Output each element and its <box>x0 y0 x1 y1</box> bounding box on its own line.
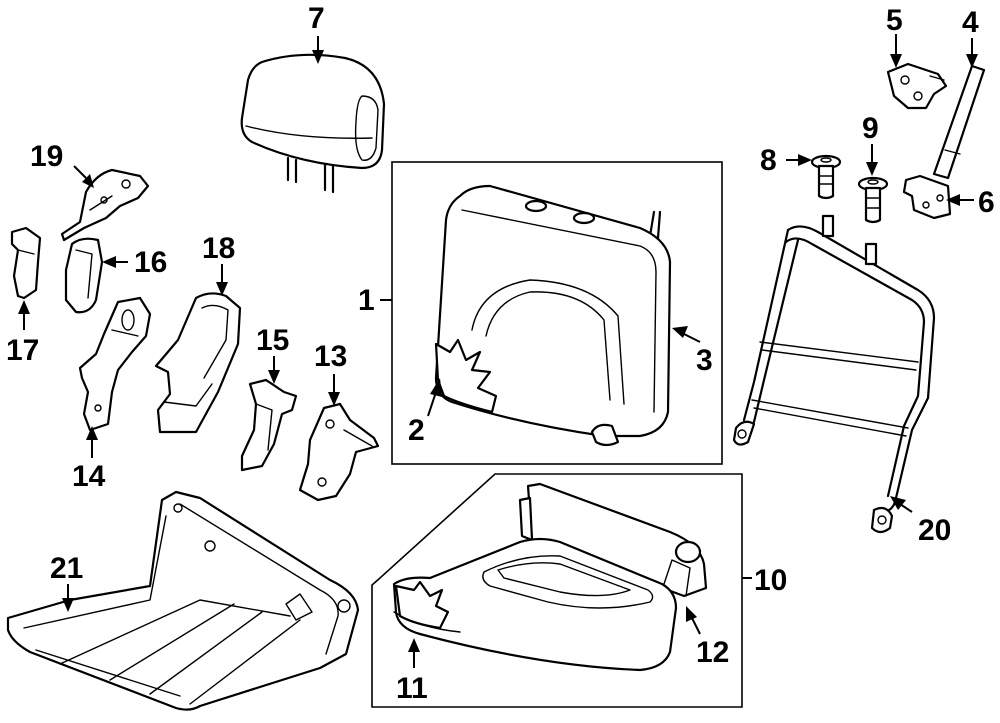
callout-19: 19 <box>30 140 63 173</box>
callout-2: 2 <box>408 414 425 447</box>
seat-cushion-assembly-part <box>392 482 708 672</box>
callout-12: 12 <box>696 636 729 669</box>
seat-back-assembly-part <box>434 184 672 447</box>
callout-9: 9 <box>862 112 879 145</box>
cap-part <box>64 237 104 314</box>
bolt-part-2 <box>857 176 889 224</box>
side-trim-part <box>154 292 242 434</box>
callout-5: 5 <box>886 4 903 37</box>
seat-back-frame-part <box>732 214 936 534</box>
callout-13: 13 <box>314 340 347 373</box>
hinge-bracket-part <box>886 62 948 110</box>
callout-14: 14 <box>72 460 106 493</box>
callout-11: 11 <box>396 672 428 705</box>
panel-part <box>240 378 298 472</box>
callout-labels: 1 2 3 4 5 6 7 8 9 10 11 12 13 14 15 16 1… <box>6 2 995 705</box>
clip-part <box>10 226 42 300</box>
callout-15: 15 <box>256 324 289 357</box>
callout-16: 16 <box>134 246 167 279</box>
trim-strip-part <box>932 64 986 180</box>
hinge-mount-part <box>298 402 380 502</box>
callout-21: 21 <box>50 552 83 585</box>
callout-1: 1 <box>358 284 375 317</box>
callout-7: 7 <box>308 2 325 35</box>
seat-back-group-box <box>391 161 723 465</box>
callout-4: 4 <box>962 6 979 39</box>
latch-bracket-part <box>902 174 952 220</box>
callout-17: 17 <box>6 334 39 367</box>
callout-leaders <box>18 34 978 668</box>
callout-6: 6 <box>978 186 995 219</box>
headrest-part <box>240 53 386 194</box>
bracket-part <box>78 296 152 432</box>
callout-10: 10 <box>754 564 787 597</box>
callout-18: 18 <box>202 232 235 265</box>
cover-trim-part <box>60 168 150 242</box>
bolt-part <box>810 154 842 200</box>
seat-cushion-frame-part <box>6 490 360 711</box>
callout-20: 20 <box>918 514 951 547</box>
callout-8: 8 <box>760 144 777 177</box>
callout-3: 3 <box>696 344 713 377</box>
seat-cushion-group-box <box>371 473 743 708</box>
